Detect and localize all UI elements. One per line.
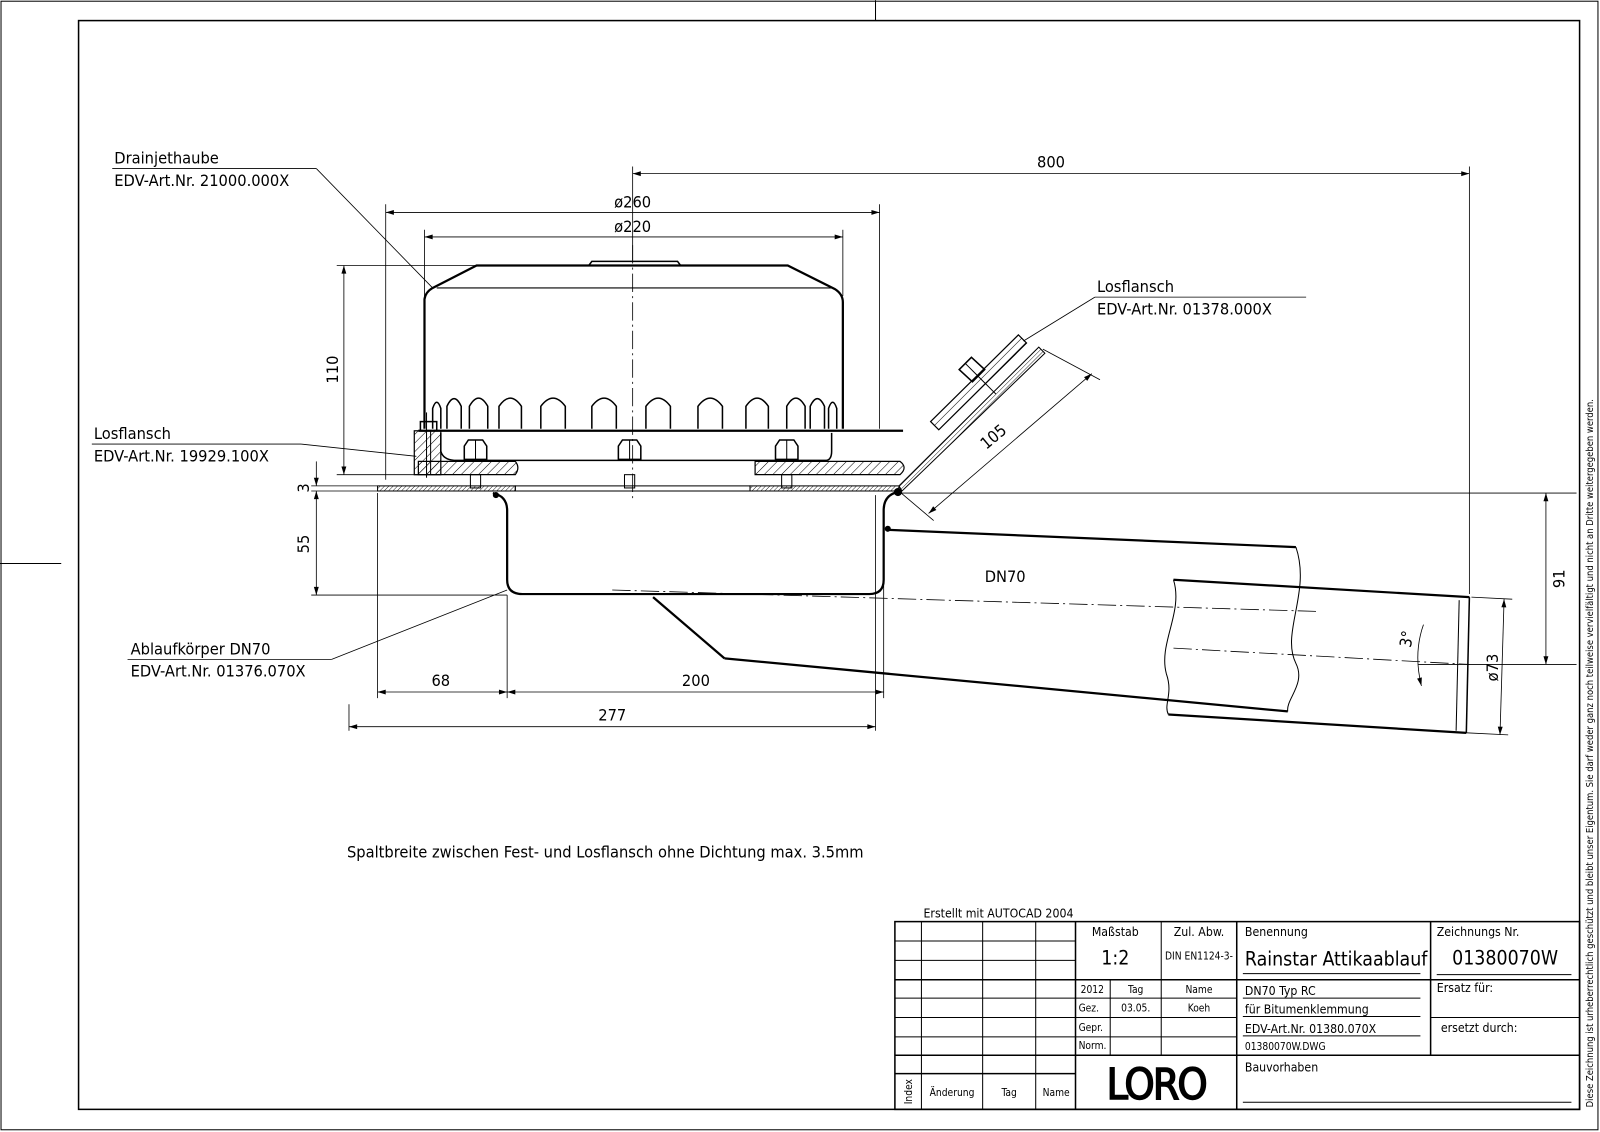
dim-angle-3deg: 3° <box>1396 629 1418 649</box>
title-block: Erstellt mit AUTOCAD 2004 Index Änderung… <box>894 907 1581 1111</box>
tolerance-value: DIN EN1124-3- <box>1165 951 1233 962</box>
replaced-by: ersetzt durch: <box>1441 1021 1518 1035</box>
dimension-labels: 800 ø260 ø220 110 3 55 68 200 277 105 91… <box>294 153 1568 725</box>
revision-table: Index Änderung Tag Name <box>894 921 1077 1110</box>
drawn-label: Gez. <box>1079 1003 1099 1014</box>
drawing-no: 01380070W <box>1452 946 1558 969</box>
dim-diameter-220: ø220 <box>614 217 651 236</box>
copyright-notice: Diese Zeichnung ist urheberrechtlich ges… <box>1585 399 1596 1107</box>
dim-800: 800 <box>1037 153 1065 172</box>
year: 2012 <box>1081 985 1104 996</box>
norm-label: Norm. <box>1079 1041 1107 1052</box>
ablaufkoerper-body <box>492 487 903 660</box>
name-label: Name <box>1185 985 1212 996</box>
dim-68: 68 <box>431 671 450 690</box>
dim-diameter-260: ø260 <box>614 192 651 211</box>
gap-note: Spaltbreite zwischen Fest- und Losflansc… <box>347 842 864 861</box>
dim-91: 91 <box>1549 569 1568 588</box>
label-losflansch-right-art: EDV-Art.Nr. 01378.000X <box>1097 299 1272 318</box>
pipe-dn70 <box>724 528 1471 734</box>
part-labels: Drainjethaube EDV-Art.Nr. 21000.000X Los… <box>91 148 1307 861</box>
scale-value: 1:2 <box>1101 946 1129 969</box>
dim-55: 55 <box>294 535 313 554</box>
label-drainjethaube-art: EDV-Art.Nr. 21000.000X <box>114 171 289 190</box>
file-name: 01380070W.DWG <box>1245 1042 1326 1053</box>
scale-label: Maßstab <box>1092 925 1139 939</box>
day-label: Tag <box>1127 985 1143 996</box>
designation: Rainstar Attikaablauf <box>1245 947 1428 970</box>
drawing-no-label: Zeichnungs Nr. <box>1437 925 1520 939</box>
dim-200: 200 <box>682 671 710 690</box>
drainjethaube-dome <box>418 260 904 432</box>
label-drainjethaube: Drainjethaube <box>114 148 219 167</box>
checked-label: Gepr. <box>1079 1023 1103 1034</box>
label-ablaufkoerper-art: EDV-Art.Nr. 01376.070X <box>131 662 306 681</box>
drawn-name: Koeh <box>1188 1003 1211 1014</box>
dim-277: 277 <box>598 706 626 725</box>
label-losflansch-left: Losflansch <box>94 424 171 443</box>
dome-slots <box>431 397 838 429</box>
label-losflansch-right: Losflansch <box>1097 277 1174 296</box>
dim-3: 3 <box>294 483 313 492</box>
dim-diameter-73: ø73 <box>1483 654 1502 682</box>
label-ablaufkoerper: Ablaufkörper DN70 <box>131 639 271 658</box>
center-lines <box>612 245 1470 665</box>
dim-110: 110 <box>323 356 342 384</box>
tolerance-label: Zul. Abw. <box>1174 925 1224 939</box>
designation-label: Benennung <box>1245 925 1308 939</box>
designation-line-2: für Bitumenklemmung <box>1245 1002 1369 1016</box>
rev-change-header: Änderung <box>930 1086 975 1099</box>
dimension-lines <box>311 166 1577 736</box>
created-with: Erstellt mit AUTOCAD 2004 <box>923 907 1073 921</box>
replacement-for: Ersatz für: <box>1437 981 1493 995</box>
drawn-date: 03.05. <box>1121 1003 1150 1014</box>
rev-name-header: Name <box>1043 1088 1070 1099</box>
designation-line-3: EDV-Art.Nr. 01380.070X <box>1245 1022 1377 1036</box>
designation-line-1: DN70 Typ RC <box>1245 984 1316 998</box>
rev-day-header: Tag <box>1001 1088 1017 1099</box>
loro-logo: LORO <box>1107 1060 1207 1110</box>
label-pipe-dn70: DN70 <box>985 567 1026 586</box>
losflansch-left <box>413 412 905 489</box>
rev-index-header: Index <box>904 1078 915 1104</box>
label-losflansch-left-art: EDV-Art.Nr. 19929.100X <box>94 446 269 465</box>
project-label: Bauvorhaben <box>1245 1061 1318 1075</box>
